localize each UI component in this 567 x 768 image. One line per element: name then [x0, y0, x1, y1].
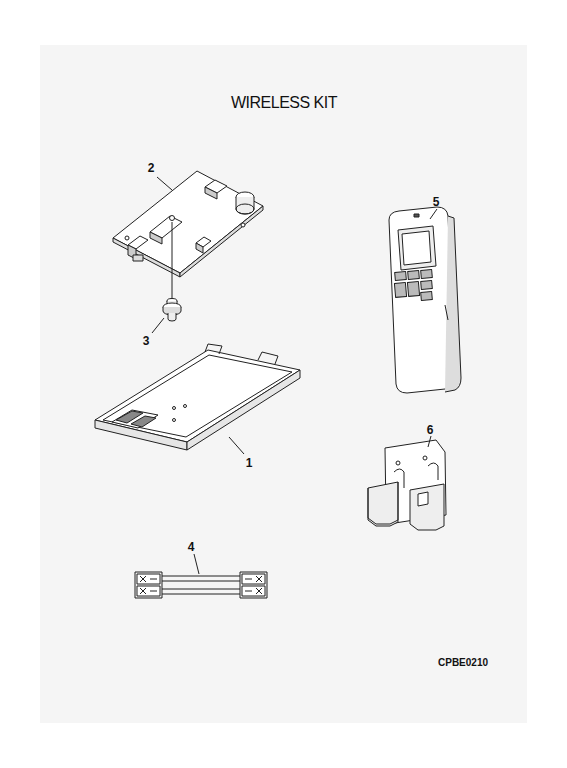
assembly-line — [172, 222, 173, 300]
leader-line — [157, 177, 172, 190]
diagram-title: WIRELESS KIT — [231, 95, 337, 111]
callout-number: 2 — [148, 162, 155, 174]
callout-number: 4 — [188, 541, 195, 553]
drawing-code: CPBE0210 — [438, 658, 488, 668]
callout-number: 5 — [433, 196, 440, 208]
connection-cable — [135, 572, 267, 598]
spacer — [163, 299, 181, 322]
cover-panel — [95, 344, 300, 450]
leader-line — [194, 554, 199, 574]
leader-line — [152, 318, 164, 333]
callout-number: 1 — [246, 457, 253, 469]
callout-number: 3 — [143, 335, 150, 347]
page-ground — [40, 45, 527, 723]
remote-holder — [368, 440, 446, 530]
leader-line — [428, 436, 431, 447]
remote-controller — [389, 207, 461, 393]
callout-number: 6 — [427, 424, 434, 436]
leader-line — [430, 209, 437, 219]
leader-line — [229, 437, 244, 454]
circuit-board — [113, 171, 263, 277]
